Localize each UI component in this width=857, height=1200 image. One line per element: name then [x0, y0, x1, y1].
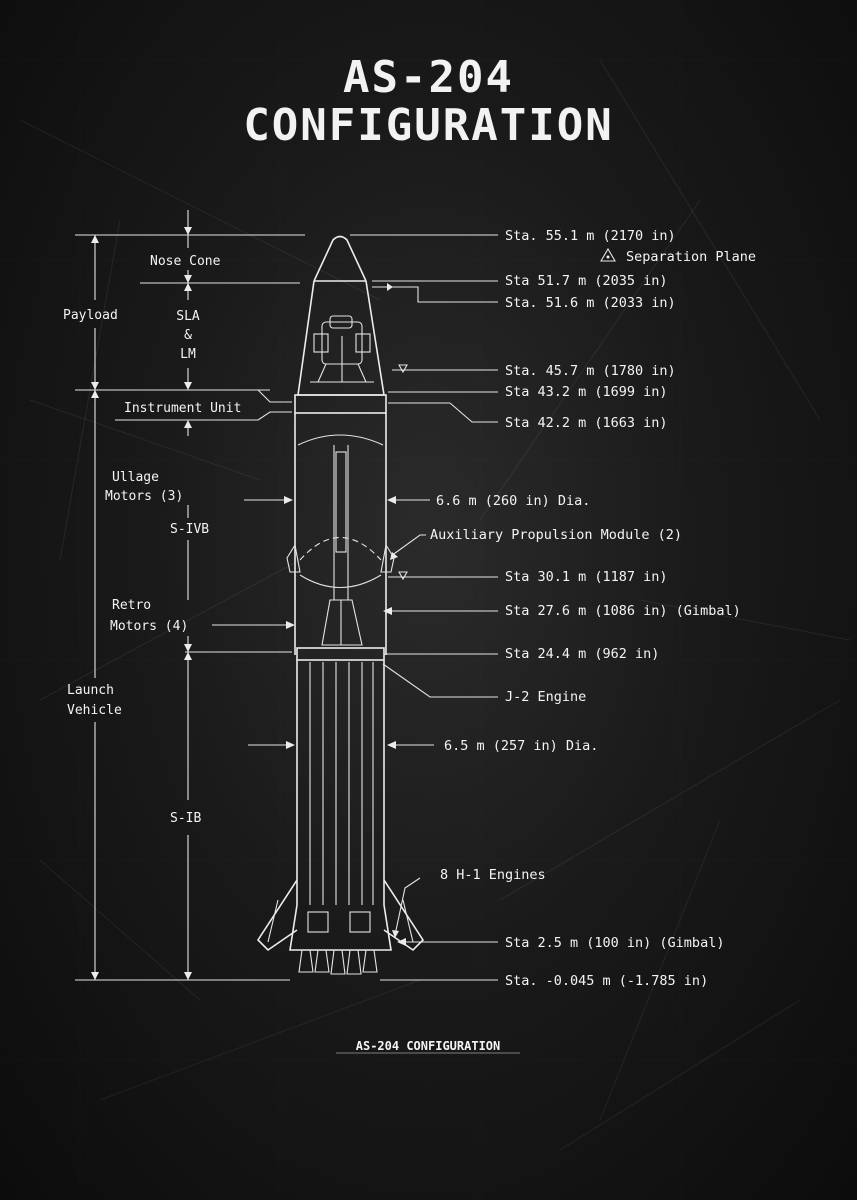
label-dia-6-5: 6.5 m (257 in) Dia. — [444, 738, 598, 754]
label-ullage-1: Ullage — [112, 470, 159, 485]
separation-plane-icon-dot — [606, 255, 610, 259]
caption: AS-204 CONFIGURATION — [356, 1039, 501, 1053]
label-launch-2: Vehicle — [67, 703, 122, 718]
label-nose-cone: Nose Cone — [150, 254, 221, 269]
label-sla-1: SLA — [176, 309, 200, 324]
label-separation-plane: Separation Plane — [626, 249, 756, 265]
label-sta-neg: Sta. -0.045 m (-1.785 in) — [505, 973, 708, 989]
right-leader-lines — [350, 234, 498, 981]
label-s-ivb: S-IVB — [170, 522, 209, 537]
h1-engine-bells — [298, 949, 378, 975]
label-sta-24-4: Sta 24.4 m (962 in) — [505, 646, 659, 662]
label-sta-42-2: Sta 42.2 m (1663 in) — [505, 415, 668, 431]
label-sta-55-1: Sta. 55.1 m (2170 in) — [505, 228, 676, 244]
label-sta-30-1: Sta 30.1 m (1187 in) — [505, 569, 668, 585]
label-sla-3: LM — [180, 347, 196, 362]
separation-plane-icon — [600, 247, 616, 262]
label-dia-6-6: 6.6 m (260 in) Dia. — [436, 493, 590, 509]
lunar-module-sketch — [310, 315, 374, 383]
label-sta-45-7: Sta. 45.7 m (1780 in) — [505, 363, 676, 379]
title-line-1: AS-204 — [343, 52, 514, 103]
label-h1-engines: 8 H-1 Engines — [440, 867, 546, 883]
label-retro-1: Retro — [112, 598, 151, 613]
label-payload: Payload — [63, 308, 118, 323]
left-dimension-lines — [75, 210, 305, 981]
label-ullage-2: Motors (3) — [105, 489, 183, 504]
label-sta-51-6: Sta. 51.6 m (2033 in) — [505, 295, 676, 311]
label-aux-module: Auxiliary Propulsion Module (2) — [430, 527, 682, 543]
rocket-outline — [256, 235, 425, 975]
label-retro-2: Motors (4) — [110, 619, 188, 634]
label-j2-engine: J-2 Engine — [505, 689, 586, 705]
label-sta-43-2: Sta 43.2 m (1699 in) — [505, 384, 668, 400]
title-line-2: CONFIGURATION — [243, 100, 614, 151]
label-sla-2: & — [184, 328, 192, 343]
label-instrument-unit: Instrument Unit — [124, 401, 241, 416]
label-sta-2-5: Sta 2.5 m (100 in) (Gimbal) — [505, 935, 724, 951]
label-s-ib: S-IB — [170, 811, 201, 826]
label-sta-27-6: Sta 27.6 m (1086 in) (Gimbal) — [505, 603, 741, 619]
label-launch-1: Launch — [67, 683, 114, 698]
label-sta-51-7: Sta 51.7 m (2035 in) — [505, 273, 668, 289]
